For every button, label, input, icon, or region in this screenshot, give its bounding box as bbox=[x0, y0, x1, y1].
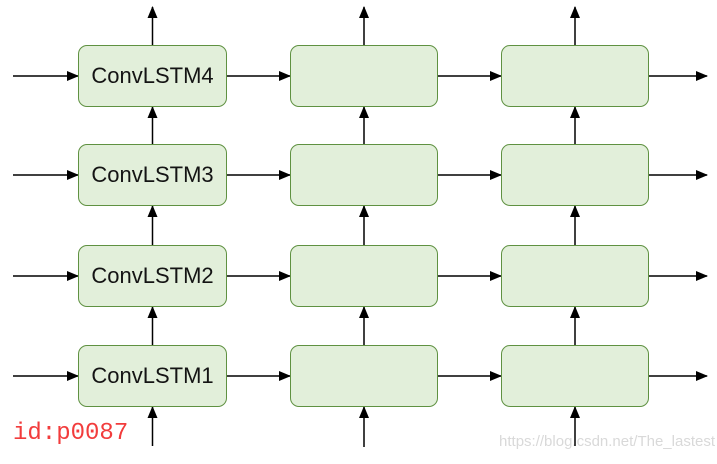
convlstm3-box: ConvLSTM3 bbox=[78, 144, 227, 206]
id-label: id:p0087 bbox=[13, 420, 129, 447]
convlstm-box-step3-layer3 bbox=[501, 144, 649, 206]
convlstm-box-step3-layer1 bbox=[501, 345, 649, 407]
convlstm-box-step2-layer1 bbox=[290, 345, 438, 407]
convlstm-box-step3-layer2 bbox=[501, 245, 649, 307]
convlstm4-label: ConvLSTM4 bbox=[91, 63, 214, 88]
watermark: https://blog.csdn.net/The_lastest bbox=[499, 433, 715, 450]
convlstm2-box: ConvLSTM2 bbox=[78, 245, 227, 307]
convlstm-box-step2-layer3 bbox=[290, 144, 438, 206]
convlstm-box-step2-layer2 bbox=[290, 245, 438, 307]
convlstm-box-step2-layer4 bbox=[290, 45, 438, 107]
convlstm2-label: ConvLSTM2 bbox=[91, 263, 214, 288]
convlstm3-label: ConvLSTM3 bbox=[91, 162, 214, 187]
convlstm1-label: ConvLSTM1 bbox=[91, 363, 214, 388]
convlstm-box-step3-layer4 bbox=[501, 45, 649, 107]
convlstm1-box: ConvLSTM1 bbox=[78, 345, 227, 407]
convlstm4-box: ConvLSTM4 bbox=[78, 45, 227, 107]
